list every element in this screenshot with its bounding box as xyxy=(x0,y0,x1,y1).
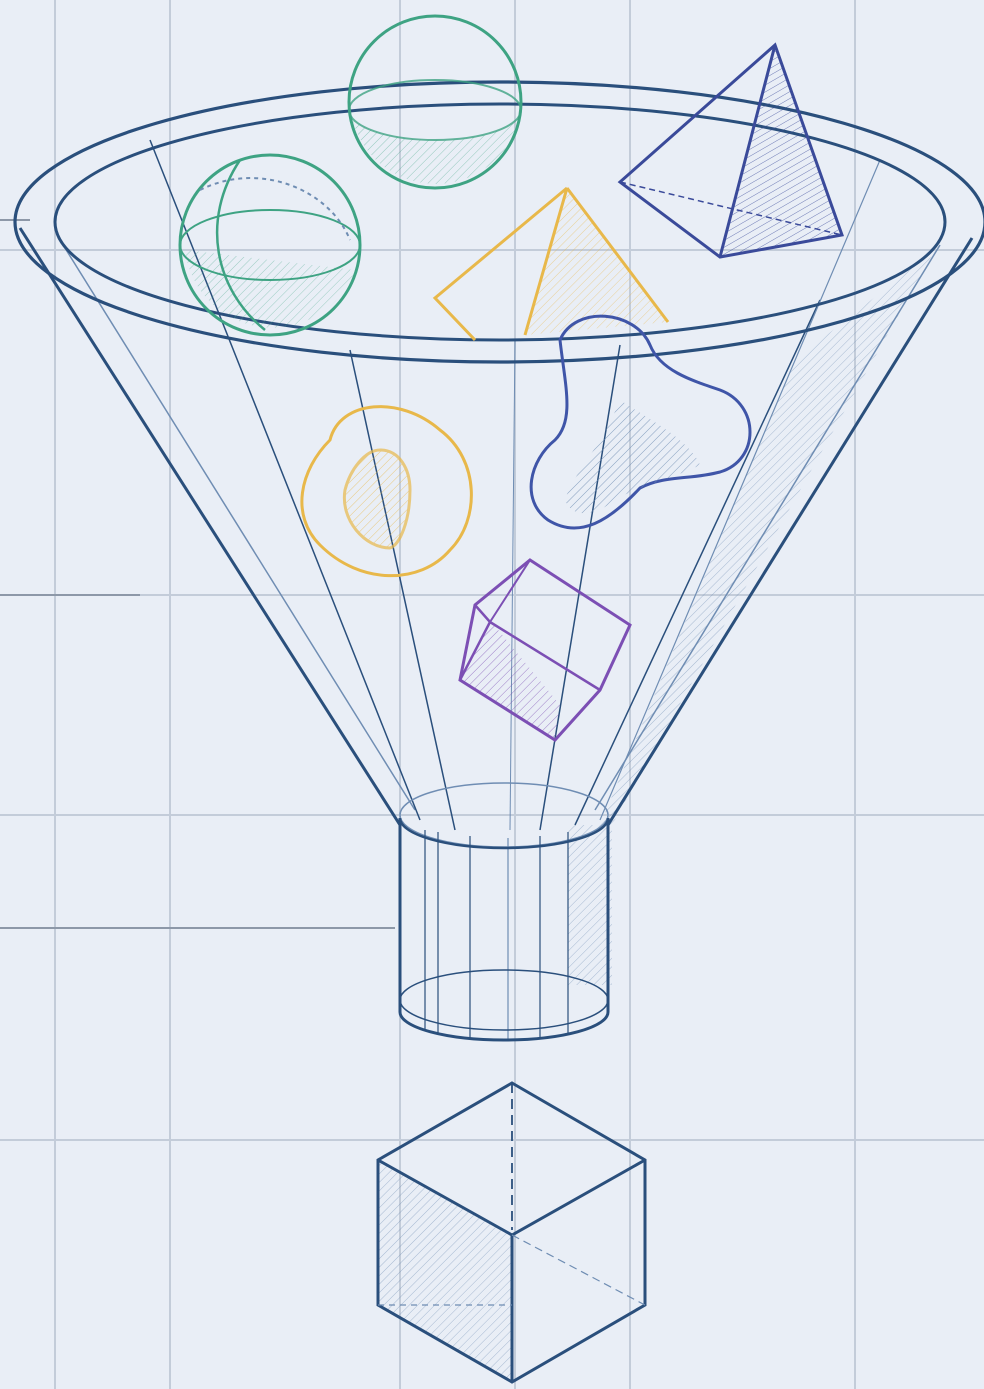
output-cube-icon xyxy=(378,1083,645,1382)
pyramid-icon xyxy=(435,188,668,340)
rounded-square-icon xyxy=(302,407,471,576)
sphere-icon xyxy=(349,16,521,188)
cube-icon xyxy=(460,560,630,740)
grid-accent-lines xyxy=(0,220,395,928)
sphere-icon xyxy=(180,155,360,335)
pyramid-icon xyxy=(620,45,842,257)
